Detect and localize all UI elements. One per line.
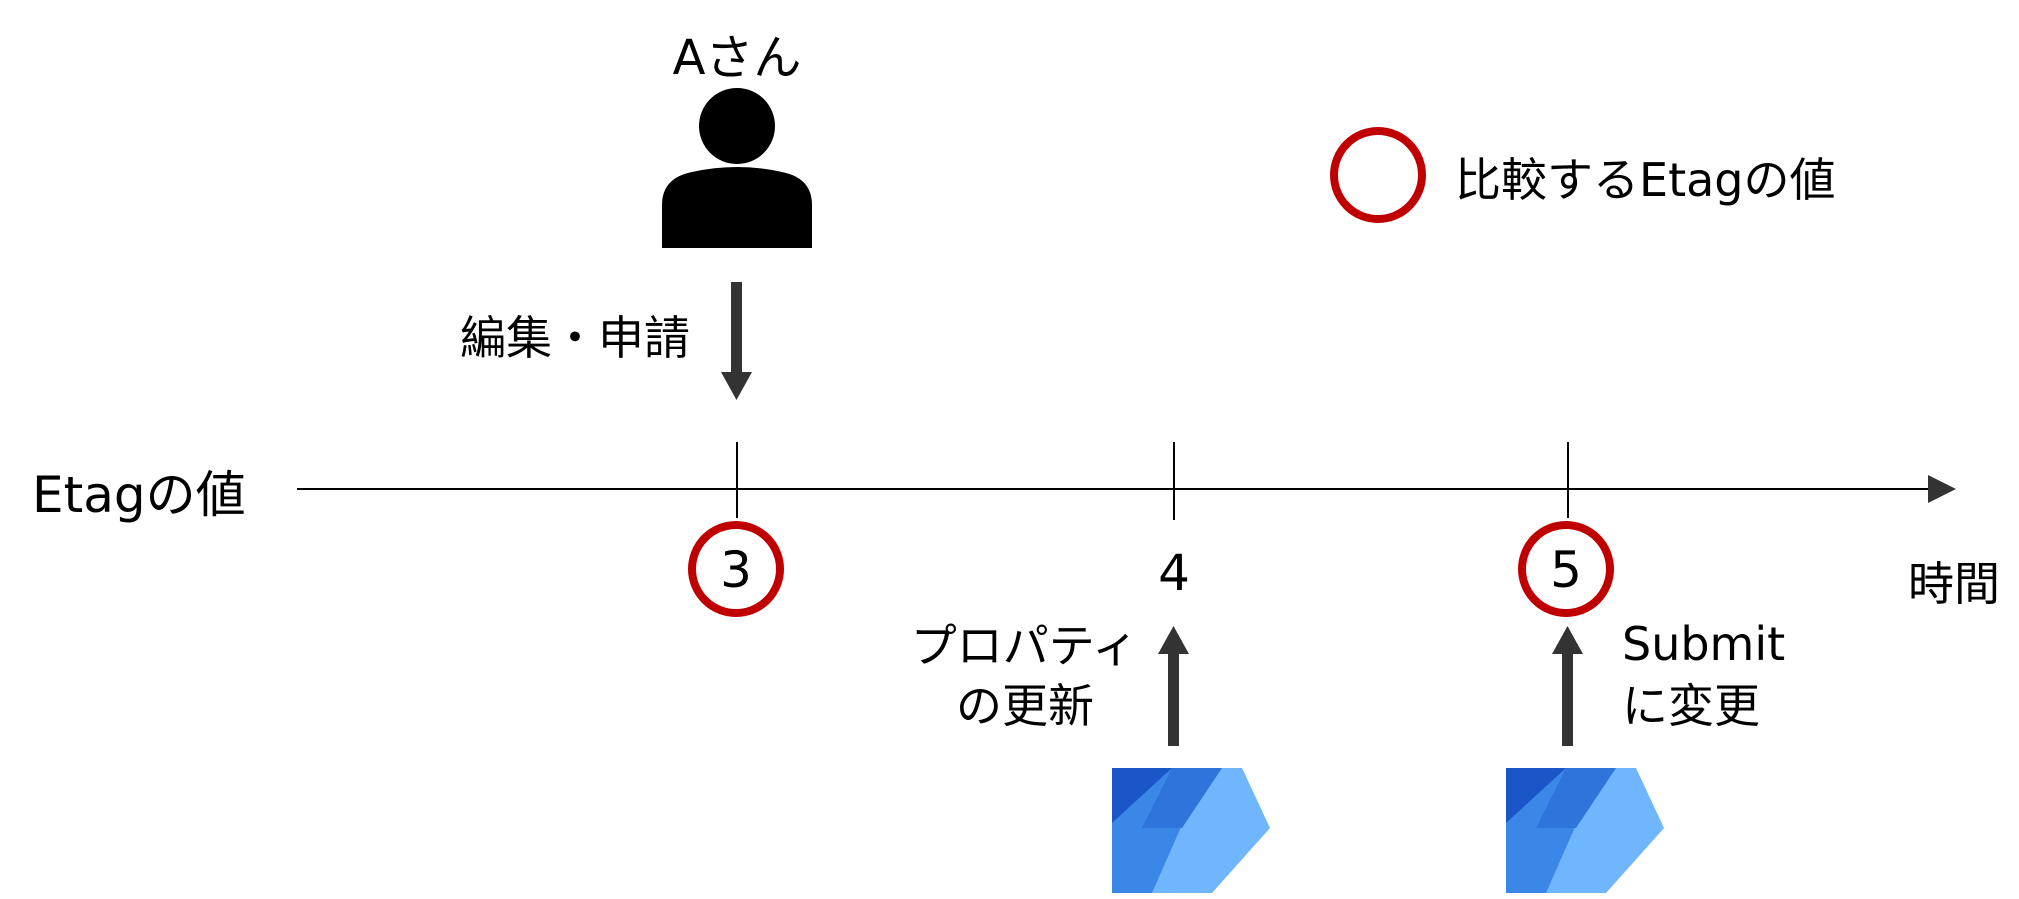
timeline-end-label: 時間 <box>1908 557 2000 611</box>
flow1-label-line2: の更新 <box>956 679 1094 733</box>
flow2-label-line1: Submit <box>1622 617 1785 671</box>
power-automate-icon <box>1506 768 1664 893</box>
person-label: Aさん <box>673 30 802 86</box>
timeline-arrowhead-icon <box>1928 475 1956 503</box>
up-arrow-icon <box>1552 626 1583 746</box>
legend-label: 比較するEtagの値 <box>1455 153 1836 207</box>
legend-circle-icon <box>1330 127 1426 223</box>
flow2-label-line2: に変更 <box>1622 679 1760 733</box>
flow1-label-line1: プロパティ <box>911 619 1138 673</box>
down-arrow-icon <box>721 282 752 400</box>
highlight-circle <box>1518 521 1614 617</box>
legend: 比較するEtagの値 <box>1330 127 1836 223</box>
timeline-label: Etagの値 <box>32 466 246 524</box>
highlight-circle <box>688 521 784 617</box>
tick-value: 4 <box>1158 544 1190 602</box>
action-a-label: 編集・申請 <box>460 311 690 365</box>
up-arrow-icon <box>1158 626 1189 746</box>
tick-value: 3 <box>720 541 752 599</box>
tick-value: 5 <box>1550 541 1582 599</box>
power-automate-icon <box>1112 768 1270 893</box>
person-icon <box>662 88 812 248</box>
